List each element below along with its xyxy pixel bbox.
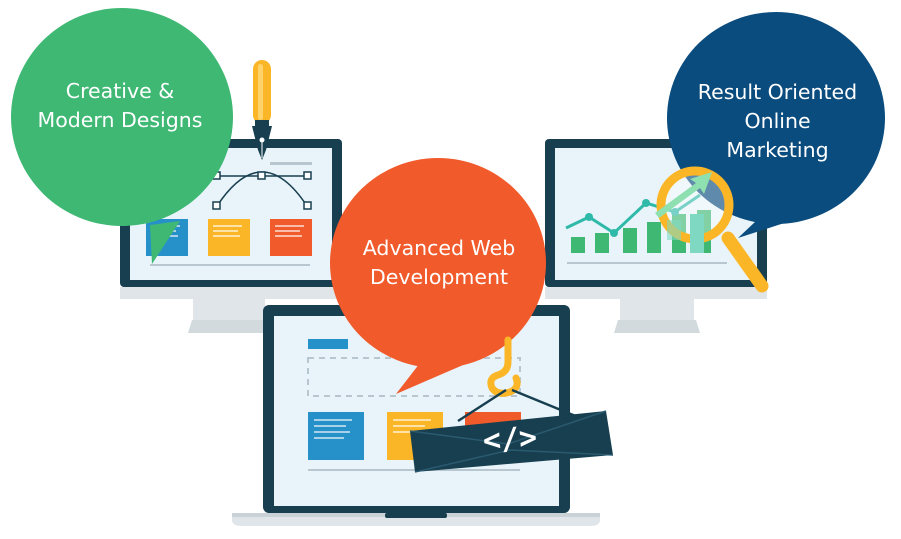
code-tag-label: </> <box>481 420 539 459</box>
pen-nib-icon <box>252 60 272 160</box>
marketing-bubble-text: Result Oriented Online Marketing <box>675 78 880 165</box>
magnifier-icon <box>656 166 769 293</box>
marketing-bubble <box>667 12 885 238</box>
marketing-line-3: Marketing <box>726 138 829 162</box>
creative-bubble <box>11 8 233 264</box>
code-banner-icon <box>409 410 614 473</box>
growth-arrow-icon <box>655 172 712 218</box>
creative-line-2: Modern Designs <box>37 108 203 132</box>
development-bubble-text: Advanced Web Development <box>333 234 545 292</box>
creative-line-1: Creative & <box>65 79 175 103</box>
development-line-1: Advanced Web <box>362 236 516 260</box>
marketing-line-2: Online <box>744 109 811 133</box>
marketing-line-1: Result Oriented <box>697 80 858 104</box>
creative-bubble-text: Creative & Modern Designs <box>20 77 220 135</box>
hook-icon <box>457 336 579 423</box>
bezier-curve-icon <box>212 171 312 210</box>
development-line-2: Development <box>369 265 508 289</box>
development-bubble <box>330 158 546 394</box>
